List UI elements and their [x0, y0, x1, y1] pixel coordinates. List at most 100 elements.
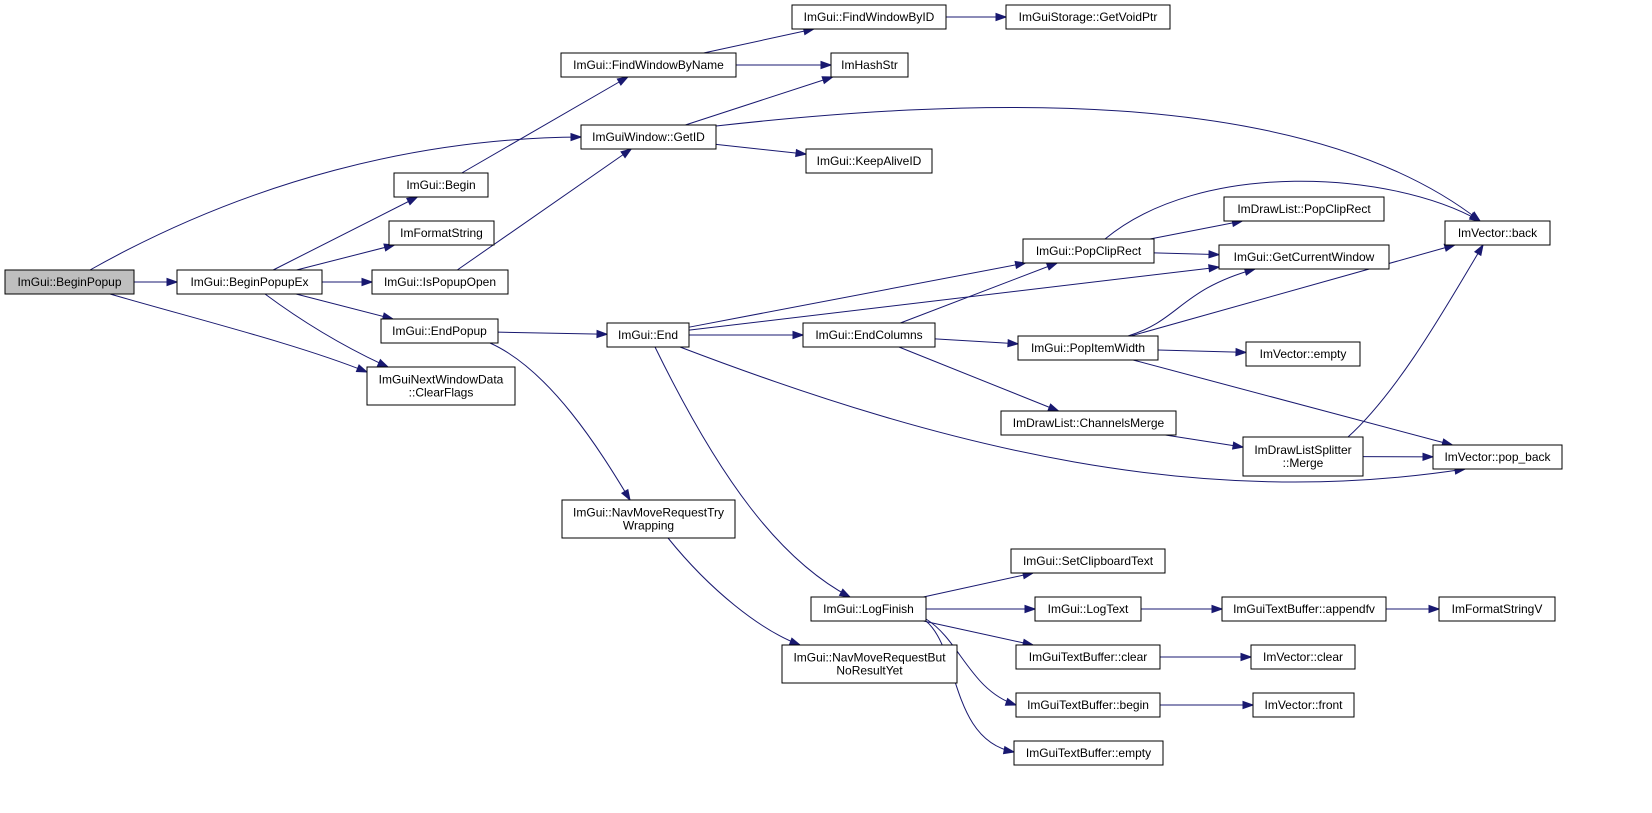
edge-find_window_by_name-to-im_hash_str: [736, 60, 833, 70]
node-find-window-by-id[interactable]: ImGui::FindWindowByID: [791, 4, 947, 30]
node-begin[interactable]: ImGui::Begin: [393, 172, 489, 198]
edge-end_popup-to-nav_wrap: [489, 342, 631, 502]
node-im-hash-str[interactable]: ImHashStr: [830, 52, 909, 78]
edge-line: [1104, 180, 1481, 240]
node-im-format-string[interactable]: ImFormatString: [388, 220, 495, 246]
node-label: ImGui::FindWindowByID: [804, 10, 935, 24]
edge-tb_clear-to-vec_clear: [1160, 652, 1253, 662]
edge-line: [685, 76, 833, 126]
node-box: [1022, 238, 1155, 264]
edge-arrowhead: [1473, 243, 1484, 257]
node-label: ImDrawList::ChannelsMerge: [1013, 416, 1165, 430]
edge-line: [679, 346, 1466, 483]
edge-get_id-to-keep_alive_id: [715, 143, 808, 158]
edge-line: [109, 293, 368, 373]
edge-begin_popup_ex-to-end_popup: [295, 293, 395, 321]
node-box: [1250, 644, 1356, 670]
node-box: [580, 124, 717, 150]
edge-begin_popup-to-begin_popup_ex: [134, 277, 179, 287]
edge-arrowhead: [792, 330, 805, 340]
node-label: ImGui::FindWindowByName: [573, 58, 724, 72]
edge-line: [296, 244, 395, 271]
node-vec-front[interactable]: ImVector::front: [1252, 692, 1355, 718]
node-vec-clear[interactable]: ImVector::clear: [1250, 644, 1356, 670]
node-splitter-merge[interactable]: ImDrawListSplitter::Merge: [1242, 436, 1364, 477]
edge-arrowhead: [1242, 700, 1255, 710]
node-label: ImVector::pop_back: [1444, 450, 1551, 464]
edge-appendfv-to-im_format_string_v: [1386, 604, 1441, 614]
node-box: [4, 269, 135, 295]
edge-line: [688, 266, 1220, 331]
node-is-popup-open[interactable]: ImGui::IsPopupOpen: [371, 269, 509, 295]
node-box: [830, 52, 909, 78]
node-tb-clear[interactable]: ImGuiTextBuffer::clear: [1015, 644, 1161, 670]
node-keep-alive-id[interactable]: ImGui::KeepAliveID: [805, 148, 933, 174]
edge-line: [898, 346, 1059, 412]
node-begin-popup-ex[interactable]: ImGui::BeginPopupEx: [176, 269, 323, 295]
node-box: [805, 148, 933, 174]
node-end-columns[interactable]: ImGui::EndColumns: [802, 322, 936, 348]
node-tb-empty[interactable]: ImGuiTextBuffer::empty: [1013, 740, 1164, 766]
edge-line: [1347, 244, 1484, 438]
edge-log_finish-to-tb_begin: [925, 618, 1018, 706]
edge-log_finish-to-set_clipboard_text: [923, 571, 1035, 598]
edge-line: [1153, 252, 1220, 256]
node-begin-popup[interactable]: ImGui::BeginPopup: [4, 269, 135, 295]
node-box: [1438, 596, 1556, 622]
edge-line: [489, 342, 631, 501]
node-pop-clip-rect-dl[interactable]: ImDrawList::PopClipRect: [1223, 196, 1385, 222]
edge-arrowhead: [1211, 604, 1224, 614]
node-vec-empty[interactable]: ImVector::empty: [1245, 341, 1361, 367]
edge-line: [1149, 220, 1243, 240]
node-vec-back[interactable]: ImVector::back: [1444, 220, 1551, 246]
edge-nav_wrap-to-nav_nores: [667, 537, 802, 646]
node-get-id[interactable]: ImGuiWindow::GetID: [580, 124, 717, 150]
node-box: [1000, 410, 1177, 436]
node-pop-clip-rect-gui[interactable]: ImGui::PopClipRect: [1022, 238, 1155, 264]
node-label: ImDrawListSplitter: [1254, 443, 1351, 457]
edge-line: [667, 537, 801, 646]
node-channels-merge[interactable]: ImDrawList::ChannelsMerge: [1000, 410, 1177, 436]
node-label: ImGui::LogText: [1048, 602, 1129, 616]
edge-arrowhead: [821, 76, 835, 85]
node-box: [1218, 244, 1390, 270]
node-label: ImGuiTextBuffer::clear: [1029, 650, 1148, 664]
node-box: [176, 269, 323, 295]
edge-arrowhead: [1007, 339, 1020, 348]
node-box: [1242, 436, 1364, 477]
edge-arrowhead: [1208, 250, 1221, 259]
edge-line: [456, 148, 632, 271]
node-label: ImGui::Begin: [406, 178, 475, 192]
node-end[interactable]: ImGui::End: [606, 322, 690, 348]
node-log-finish[interactable]: ImGui::LogFinish: [810, 596, 927, 622]
node-label: ImGuiWindow::GetID: [592, 130, 705, 144]
edge-line: [1132, 359, 1453, 446]
node-tb-begin[interactable]: ImGuiTextBuffer::begin: [1015, 692, 1161, 718]
node-vec-pop-back[interactable]: ImVector::pop_back: [1432, 444, 1563, 470]
edge-get_id-to-im_hash_str: [685, 76, 835, 126]
edge-arrowhead: [795, 148, 808, 158]
node-log-text[interactable]: ImGui::LogText: [1034, 596, 1142, 622]
edge-line: [934, 338, 1019, 345]
edge-line: [1157, 349, 1247, 353]
node-find-window-by-name[interactable]: ImGui::FindWindowByName: [560, 52, 737, 78]
node-get-current-window[interactable]: ImGui::GetCurrentWindow: [1218, 244, 1390, 270]
edge-line: [925, 618, 1017, 706]
node-get-void-ptr[interactable]: ImGuiStorage::GetVoidPtr: [1005, 4, 1171, 30]
node-appendfv[interactable]: ImGuiTextBuffer::appendfv: [1221, 596, 1387, 622]
node-end-popup[interactable]: ImGui::EndPopup: [380, 318, 499, 344]
edge-line: [461, 76, 629, 174]
edge-pop_clip_rect_gui-to-get_current_window: [1153, 250, 1221, 259]
edge-begin_popup-to-get_id: [89, 132, 583, 271]
node-pop-item-width[interactable]: ImGui::PopItemWidth: [1017, 335, 1159, 361]
node-clear-flags[interactable]: ImGuiNextWindowData::ClearFlags: [366, 366, 516, 406]
node-label: ImGuiTextBuffer::empty: [1026, 746, 1151, 760]
edge-end-to-end_columns: [689, 330, 805, 340]
node-label: ImGui::EndColumns: [815, 328, 922, 342]
edge-arrowhead: [788, 637, 802, 646]
node-im-format-string-v[interactable]: ImFormatStringV: [1438, 596, 1556, 622]
node-set-clipboard-text[interactable]: ImGui::SetClipboardText: [1010, 548, 1166, 574]
